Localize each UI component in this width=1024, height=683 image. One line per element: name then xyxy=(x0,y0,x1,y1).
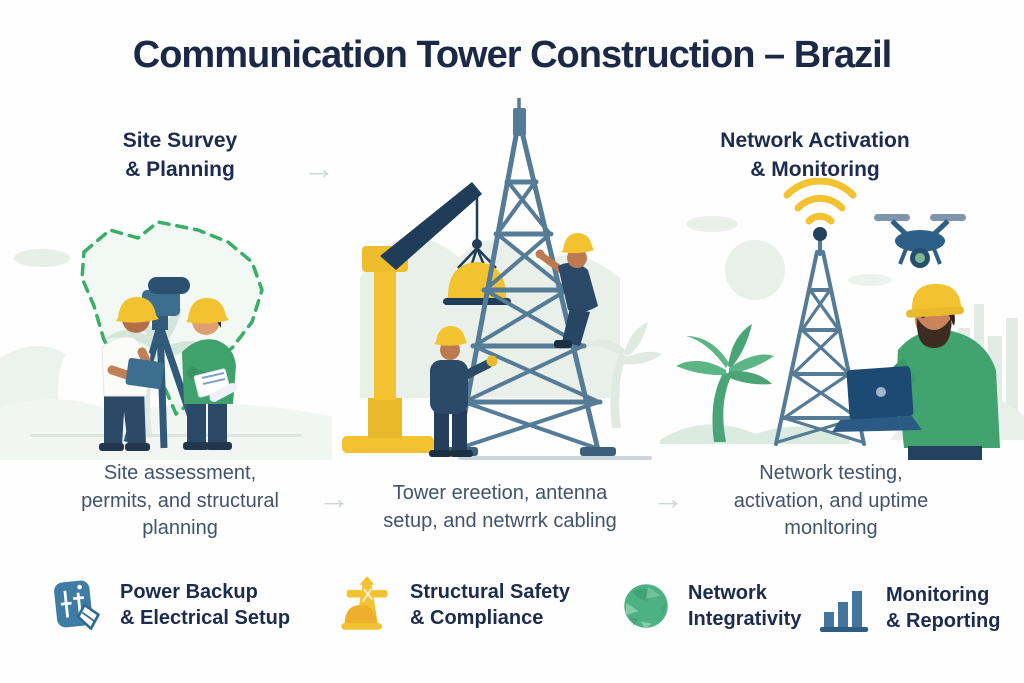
climbing-worker xyxy=(535,233,598,348)
footer-label: Power Backup & Electrical Setup xyxy=(120,581,291,629)
footer-label: Structural Safety & Compliance xyxy=(410,581,571,629)
footer-label: Monitoring & Reporting xyxy=(886,584,1001,632)
wifi-signal-icon xyxy=(783,178,857,225)
tower-erection-illustration xyxy=(342,98,662,460)
footer-item-monitoring-reporting: Monitoring & Reporting xyxy=(818,580,1000,636)
palm-tree xyxy=(676,324,774,442)
bar-chart-icon xyxy=(820,591,868,632)
stage-heading-site-survey: Site Survey & Planning xyxy=(122,129,238,182)
surveyor-green-shirt xyxy=(182,298,238,450)
stage-caption-site-survey: Site assessment, permits, and structural… xyxy=(81,462,279,540)
stage-caption-network-testing: Network testing, activation, and uptime … xyxy=(733,462,929,540)
engineer-with-laptop xyxy=(832,284,1000,460)
footer-item-network-integrativity: Network Integrativity xyxy=(618,578,801,634)
footer-item-power-backup: Power Backup & Electrical Setup xyxy=(48,576,290,634)
arrow-right-icon: → xyxy=(318,480,350,516)
page-title: Communication Tower Construction – Brazi… xyxy=(132,34,892,76)
safety-helmet-icon xyxy=(341,576,388,630)
construction-crane xyxy=(342,182,511,453)
globe-icon xyxy=(624,584,668,629)
ground-worker xyxy=(429,326,498,457)
footer-item-structural-safety: Structural Safety & Compliance xyxy=(338,574,570,636)
network-activation-illustration xyxy=(660,178,1024,460)
electrical-plan-icon xyxy=(54,580,100,630)
surveyor-white-shirt xyxy=(99,297,165,451)
stage-caption-tower-erection: Tower ereetion, antenna setup, and netwr… xyxy=(383,482,617,532)
lattice-tower xyxy=(442,98,616,456)
arrow-right-icon: → xyxy=(652,480,684,516)
site-survey-illustration xyxy=(0,220,332,460)
palm-silhouette xyxy=(582,322,662,428)
stage-heading-network-activation: Network Activation & Monitoring xyxy=(720,129,910,182)
arrow-right-icon: → xyxy=(303,150,335,186)
drone-icon xyxy=(874,214,966,268)
footer-label: Network Integrativity xyxy=(688,582,802,630)
